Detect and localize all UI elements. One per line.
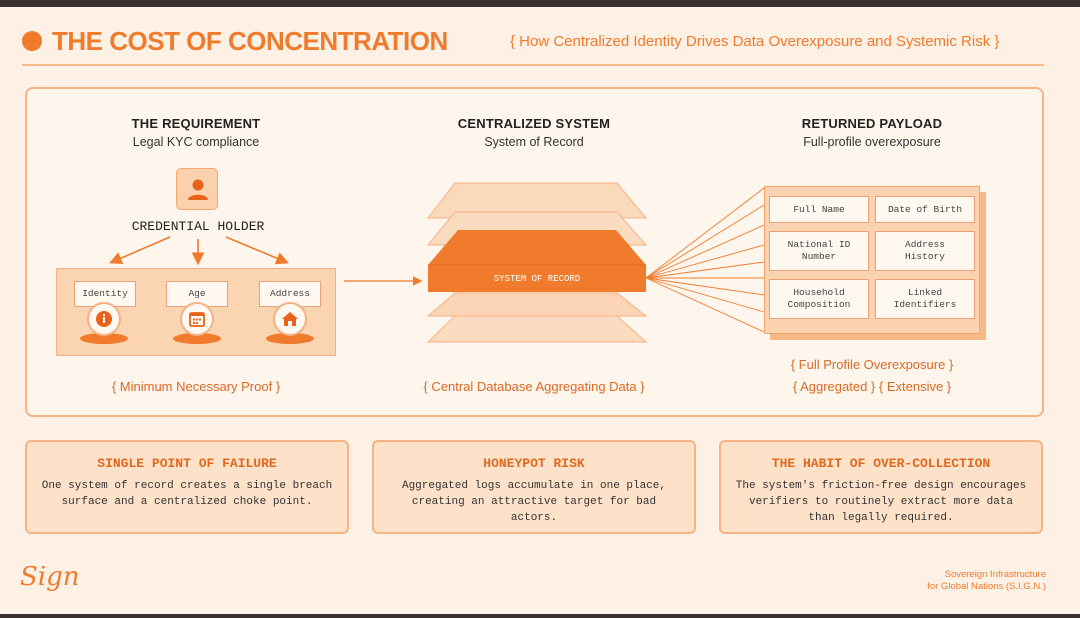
bottom-bar xyxy=(0,614,1080,618)
card-body: Aggregated logs accumulate in one place,… xyxy=(401,480,667,524)
system-layer-top xyxy=(428,230,646,265)
header-divider xyxy=(22,64,1044,66)
centralized-caption: { Central Database Aggregating Data } xyxy=(423,379,645,394)
system-layer-front xyxy=(428,265,646,292)
requirement-caption: { Minimum Necessary Proof } xyxy=(111,379,281,394)
layer-4 xyxy=(426,292,648,317)
footer-line-2: for Global Nations (S.I.G.N.) xyxy=(927,581,1046,592)
header-dot-icon xyxy=(22,31,42,51)
page-title: THE COST OF CONCENTRATION xyxy=(52,26,448,56)
sign-logo: Sign xyxy=(20,562,80,592)
card-body: One system of record creates a single br… xyxy=(41,480,333,508)
info-icon xyxy=(87,302,121,336)
card-title: THE HABIT OF OVER-COLLECTION xyxy=(771,456,991,471)
requirement-heading: THE REQUIREMENT xyxy=(131,116,261,131)
field-date-of-birth: Date of Birth xyxy=(875,196,975,223)
layer-1 xyxy=(426,182,648,219)
field-household-composition: Household Composition xyxy=(769,279,869,319)
centralized-subheading: System of Record xyxy=(484,135,584,149)
field-national-id: National ID Number xyxy=(769,231,869,271)
payload-heading: RETURNED PAYLOAD xyxy=(801,116,943,131)
home-icon xyxy=(273,302,307,336)
card-single-point-of-failure: SINGLE POINT OF FAILURE One system of re… xyxy=(25,440,349,534)
requirement-heading-block: THE REQUIREMENT Legal KYC compliance xyxy=(66,116,326,149)
card-honeypot-risk: HONEYPOT RISK Aggregated logs accumulate… xyxy=(372,440,696,534)
identity-plate xyxy=(80,333,128,344)
arrow-to-address xyxy=(225,236,289,265)
centralized-heading: CENTRALIZED SYSTEM xyxy=(457,116,611,131)
card-body: The system's friction-free design encour… xyxy=(735,480,1027,524)
page-subtitle: { How Centralized Identity Drives Data O… xyxy=(510,33,1000,50)
top-bar xyxy=(0,0,1080,7)
footer-line-1: Sovereign Infrastructure xyxy=(944,569,1046,580)
field-linked-identifiers: Linked Identifiers xyxy=(875,279,975,319)
system-of-record-label: SYSTEM OF RECORD xyxy=(493,274,581,284)
fan-lines xyxy=(645,187,765,333)
address-plate xyxy=(266,333,314,344)
footer-text: Sovereign Infrastructure for Global Nati… xyxy=(880,569,1046,593)
field-full-name: Full Name xyxy=(769,196,869,223)
card-title: SINGLE POINT OF FAILURE xyxy=(97,456,277,471)
payload-subheading: Full-profile overexposure xyxy=(803,135,941,149)
payload-caption-1: { Full Profile Overexposure } xyxy=(790,357,954,372)
payload-caption-2: { Aggregated } { Extensive } xyxy=(792,379,952,394)
calendar-icon xyxy=(180,302,214,336)
user-icon xyxy=(176,168,218,210)
field-address-history: Address History xyxy=(875,231,975,271)
age-plate xyxy=(173,333,221,344)
card-over-collection: THE HABIT OF OVER-COLLECTION The system'… xyxy=(719,440,1043,534)
arrow-to-identity xyxy=(109,236,171,265)
layer-5 xyxy=(426,315,648,343)
payload-heading-block: RETURNED PAYLOAD Full-profile overexposu… xyxy=(742,116,1002,149)
credential-holder-label: CREDENTIAL HOLDER xyxy=(131,219,265,234)
requirement-subheading: Legal KYC compliance xyxy=(132,135,260,149)
card-title: HONEYPOT RISK xyxy=(483,456,585,471)
centralized-heading-block: CENTRALIZED SYSTEM System of Record xyxy=(404,116,664,149)
